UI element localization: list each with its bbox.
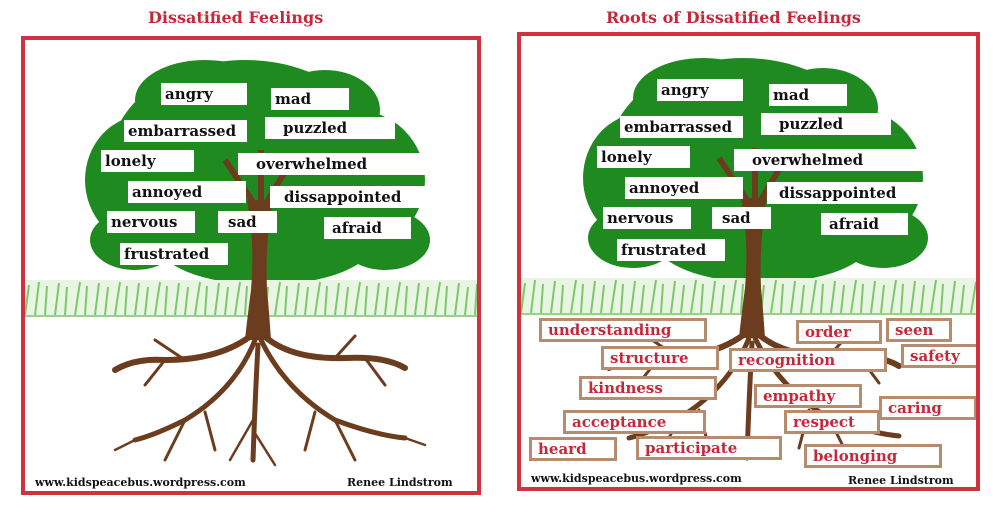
- feeling-label: lonely: [597, 146, 690, 168]
- feeling-label: mad: [769, 84, 847, 106]
- root-label: kindness: [579, 376, 717, 400]
- feeling-label: angry: [657, 79, 743, 101]
- root-label: belonging: [804, 444, 942, 468]
- feeling-label: frustrated: [120, 243, 228, 265]
- feeling-label: overwhelmed: [238, 153, 430, 175]
- feeling-label: sad: [218, 211, 277, 233]
- root-label: caring: [879, 396, 976, 420]
- root-label: acceptance: [563, 410, 706, 434]
- feeling-label: nervous: [107, 211, 195, 233]
- left-panel-title: Dissatified Feelings: [148, 8, 324, 27]
- feeling-label: dissappointed: [767, 182, 923, 204]
- feeling-label: puzzled: [265, 117, 395, 139]
- feeling-label: sad: [712, 207, 771, 229]
- root-label: recognition: [729, 348, 887, 372]
- right-panel: angry mad embarrassed puzzled lonely ove…: [517, 32, 980, 491]
- feeling-label: embarrassed: [620, 116, 743, 138]
- feeling-label: annoyed: [625, 177, 743, 199]
- feeling-label: afraid: [821, 213, 908, 235]
- root-label: respect: [784, 410, 880, 434]
- feeling-label: lonely: [101, 150, 194, 172]
- root-label: structure: [601, 346, 719, 370]
- feeling-label: annoyed: [128, 181, 246, 203]
- feeling-label: mad: [271, 88, 349, 110]
- footer-url: www.kidspeacebus.wordpress.com: [35, 476, 246, 489]
- root-label: order: [796, 320, 882, 344]
- root-label: safety: [901, 344, 976, 368]
- feeling-label: nervous: [603, 207, 691, 229]
- feeling-label: angry: [161, 83, 247, 105]
- feeling-label: dissappointed: [270, 186, 428, 208]
- left-panel: angry mad embarrassed puzzled lonely ove…: [21, 36, 481, 495]
- right-panel-title: Roots of Dissatified Feelings: [606, 8, 861, 27]
- feeling-label: frustrated: [617, 239, 725, 261]
- feeling-label: embarrassed: [124, 120, 247, 142]
- feeling-label: puzzled: [761, 113, 891, 135]
- footer-author: Renee Lindstrom: [347, 476, 453, 489]
- root-label: heard: [529, 437, 617, 461]
- feeling-label: afraid: [324, 217, 411, 239]
- tree-illustration: [25, 60, 477, 467]
- root-label: empathy: [754, 384, 862, 408]
- footer-url: www.kidspeacebus.wordpress.com: [531, 472, 742, 485]
- root-label: understanding: [539, 318, 707, 342]
- root-label: seen: [886, 318, 952, 342]
- footer-author: Renee Lindstrom: [848, 474, 954, 487]
- root-label: participate: [636, 436, 782, 460]
- feeling-label: overwhelmed: [734, 149, 928, 171]
